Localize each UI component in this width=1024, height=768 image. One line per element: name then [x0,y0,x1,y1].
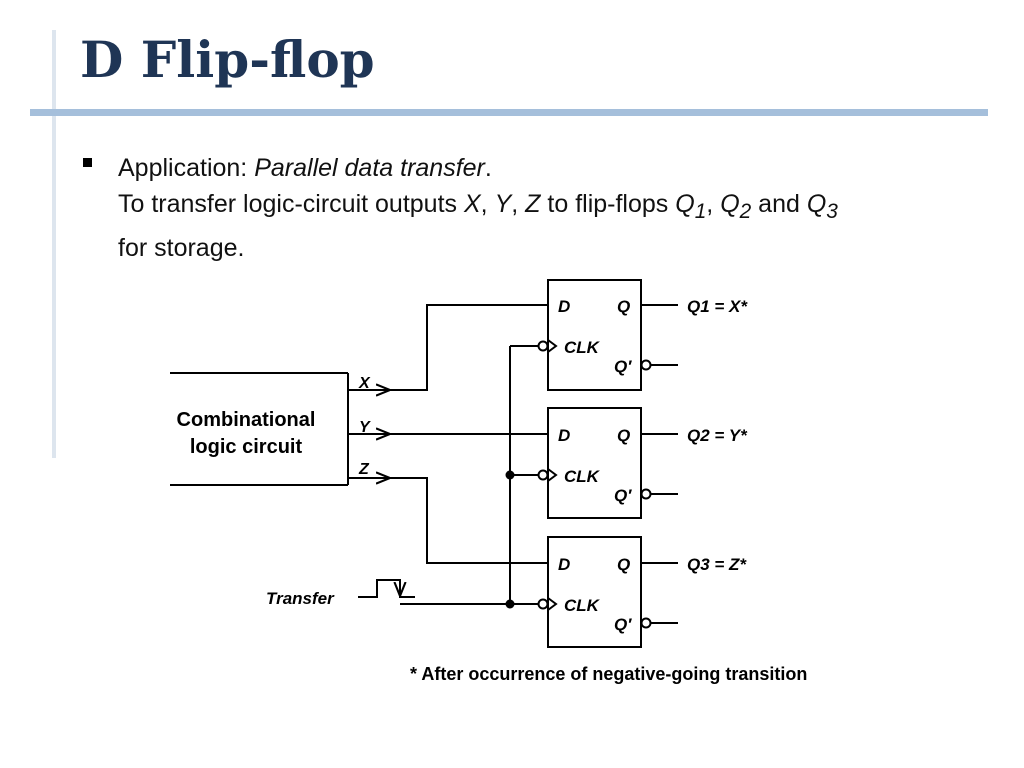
var-y: Y [494,190,512,218]
var-z: Z [525,190,541,218]
q-subscript: 2 [739,200,752,223]
input-label-z: Z [358,461,370,478]
junction-dot [505,599,515,609]
and-text: and [751,190,807,218]
flipflop-2-box [547,407,642,519]
clk-1-triangle-icon [547,339,558,353]
bullet-line-1: Application: Parallel data transfer. [118,150,978,186]
ff1-q-label: Q [617,297,630,316]
flipflop-3-box [547,536,642,648]
bullet-text: Application: Parallel data transfer. To … [118,150,978,266]
q3: Q3 [806,190,838,223]
z-wire [390,477,548,564]
ff1-qbar-label: Q′ [614,357,632,376]
q-subscript: 1 [694,200,707,223]
bullet-line-2: To transfer logic-circuit outputs X, Y, … [118,186,978,230]
ff1-clk-label: CLK [564,338,601,357]
footnote: * After occurrence of negative-going tra… [410,664,807,684]
ff3-output-label: Q3 = Z* [687,555,747,574]
ff3-qbar-label: Q′ [614,615,632,634]
clk-2-triangle-icon [547,468,558,482]
q-letter: Q [806,190,827,218]
ff2-output-label: Q2 = Y* [687,426,748,445]
junction-dot [505,470,515,480]
var-x: X [463,190,481,218]
x-wire [390,304,548,391]
clk-2-bubble [537,469,549,481]
ff1-output-label: Q1 = X* [687,297,748,316]
clk-3-triangle-icon [547,597,558,611]
left-accent-bar [52,30,56,458]
ff3-q-label: Q [617,555,630,574]
input-label-y: Y [359,419,371,436]
comb-block-line-2: logic circuit [190,436,303,458]
clk-1-bubble [537,340,549,352]
transfer-pulse [358,579,415,598]
ff3-d-label: D [558,555,570,574]
ff3-clk-label: CLK [564,596,601,615]
q-letter: Q [720,190,740,218]
ff2-clk-label: CLK [564,467,601,486]
clk-3-bubble [537,598,549,610]
flipflop-1-box [547,279,642,391]
bullet-line-3: for storage. [118,234,245,262]
qbar-1-bubble [640,359,652,371]
qbar-2-bubble [640,488,652,500]
comb-block-line-1: Combinational [177,409,316,431]
q-letter: Q [675,190,695,218]
application-label: Application: [118,154,255,182]
slide-title: D Flip-flop [80,30,375,89]
title-underline [30,109,988,116]
ff1-d-label: D [558,297,570,316]
combinational-block [170,372,349,486]
to-text: to flip-flops [540,190,676,218]
qbar-3-bubble [640,617,652,629]
separator: , [706,190,721,218]
period: . [484,154,492,182]
ff2-d-label: D [558,426,570,445]
bullet-square-icon [83,158,92,167]
q1: Q1 [675,190,706,223]
q2: Q2 [720,190,751,223]
application-name: Parallel data transfer [254,154,485,182]
transfer-label: Transfer [266,589,335,608]
separator: , [480,190,495,218]
q-subscript: 3 [826,200,838,223]
input-label-x: X [358,375,371,392]
ff2-q-label: Q [617,426,630,445]
separator: , [511,190,526,218]
ff2-qbar-label: Q′ [614,486,632,505]
line2-prefix: To transfer logic-circuit outputs [118,190,464,218]
